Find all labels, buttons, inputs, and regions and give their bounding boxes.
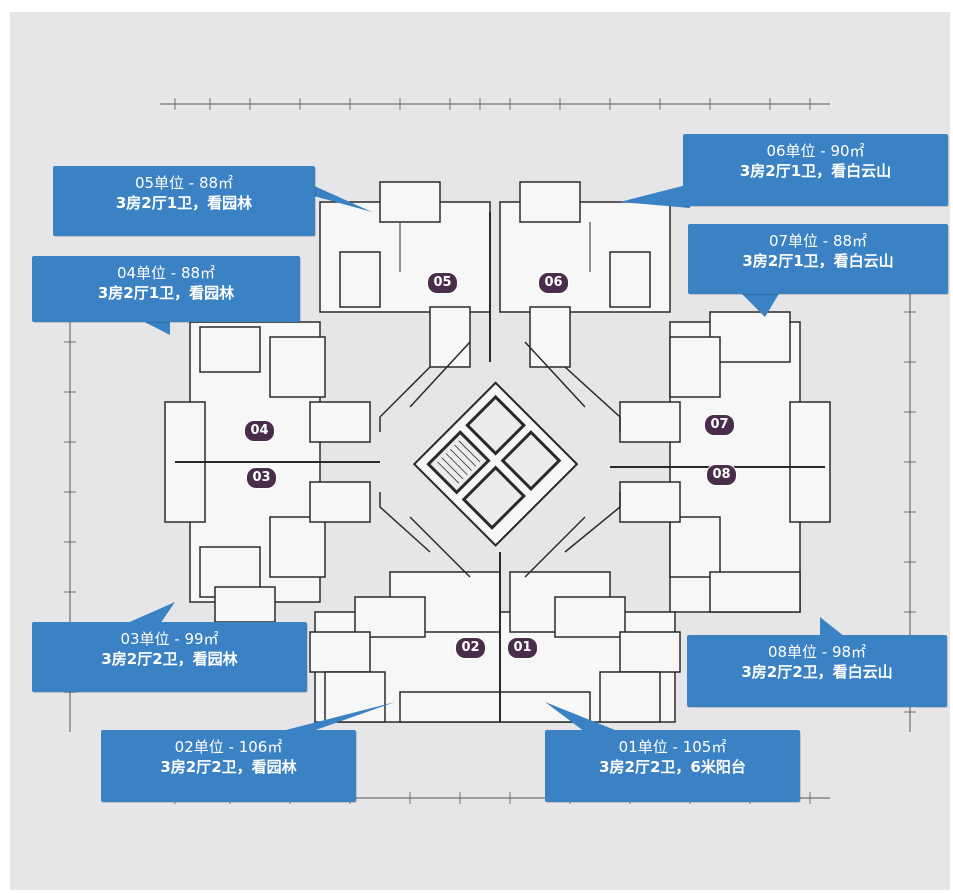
callout-unit-03: 03单位 - 99㎡ 3房2厅2卫，看园林 <box>32 622 307 692</box>
floor-plan-canvas: 05单位 - 88㎡ 3房2厅1卫，看园林 06单位 - 90㎡ 3房2厅1卫，… <box>10 12 950 890</box>
unit-02-area: 02单位 - 106㎡ <box>174 738 283 756</box>
callout-unit-08: 08单位 - 98㎡ 3房2厅2卫，看白云山 <box>687 635 947 707</box>
unit-badge-04: 04 <box>244 420 275 442</box>
unit-01-description: 3房2厅2卫，6米阳台 <box>599 758 746 776</box>
callout-unit-05: 05单位 - 88㎡ 3房2厅1卫，看园林 <box>53 166 315 236</box>
unit-05-area: 05单位 - 88㎡ <box>134 174 234 192</box>
unit-03-area: 03单位 - 99㎡ <box>120 630 219 648</box>
callout-unit-04: 04单位 - 88㎡ 3房2厅1卫，看园林 <box>32 256 300 322</box>
floor-plan-drawing <box>64 98 916 804</box>
unit-03-description: 3房2厅2卫，看园林 <box>101 650 238 668</box>
unit-block-04-03 <box>164 321 380 623</box>
unit-05-description: 3房2厅1卫，看园林 <box>115 194 253 212</box>
unit-badge-06: 06 <box>538 272 569 294</box>
unit-07-description: 3房2厅1卫，看白云山 <box>742 252 894 270</box>
unit-08-area: 08单位 - 98㎡ <box>767 643 867 661</box>
unit-block-02-01 <box>309 552 681 723</box>
unit-08-description: 3房2厅2卫，看白云山 <box>741 663 893 681</box>
callout-unit-06: 06单位 - 90㎡ 3房2厅1卫，看白云山 <box>683 134 948 206</box>
unit-06-area: 06单位 - 90㎡ <box>766 142 865 160</box>
unit-01-area: 01单位 - 105㎡ <box>618 738 727 756</box>
callout-unit-07: 07单位 - 88㎡ 3房2厅1卫，看白云山 <box>688 224 948 294</box>
unit-badge-05: 05 <box>427 272 458 294</box>
unit-badge-08: 08 <box>706 464 737 486</box>
unit-06-description: 3房2厅1卫，看白云山 <box>739 162 892 180</box>
unit-block-07-08 <box>610 311 831 613</box>
unit-04-area: 04单位 - 88㎡ <box>116 264 216 282</box>
diagonal-corridors <box>379 341 621 578</box>
callout-unit-02: 02单位 - 106㎡ 3房2厅2卫，看园林 <box>101 730 356 802</box>
callout-pointers <box>125 184 845 732</box>
unit-04-description: 3房2厅1卫，看园林 <box>97 284 235 302</box>
unit-07-area: 07单位 - 88㎡ <box>768 232 868 250</box>
callout-unit-01: 01单位 - 105㎡ 3房2厅2卫，6米阳台 <box>545 730 800 802</box>
unit-block-05-06 <box>319 181 671 368</box>
unit-badge-03: 03 <box>246 467 277 489</box>
unit-badge-02: 02 <box>455 637 486 659</box>
unit-badge-07: 07 <box>704 414 735 436</box>
unit-badge-01: 01 <box>507 637 538 659</box>
central-core <box>412 381 579 547</box>
unit-02-description: 3房2厅2卫，看园林 <box>160 758 297 776</box>
